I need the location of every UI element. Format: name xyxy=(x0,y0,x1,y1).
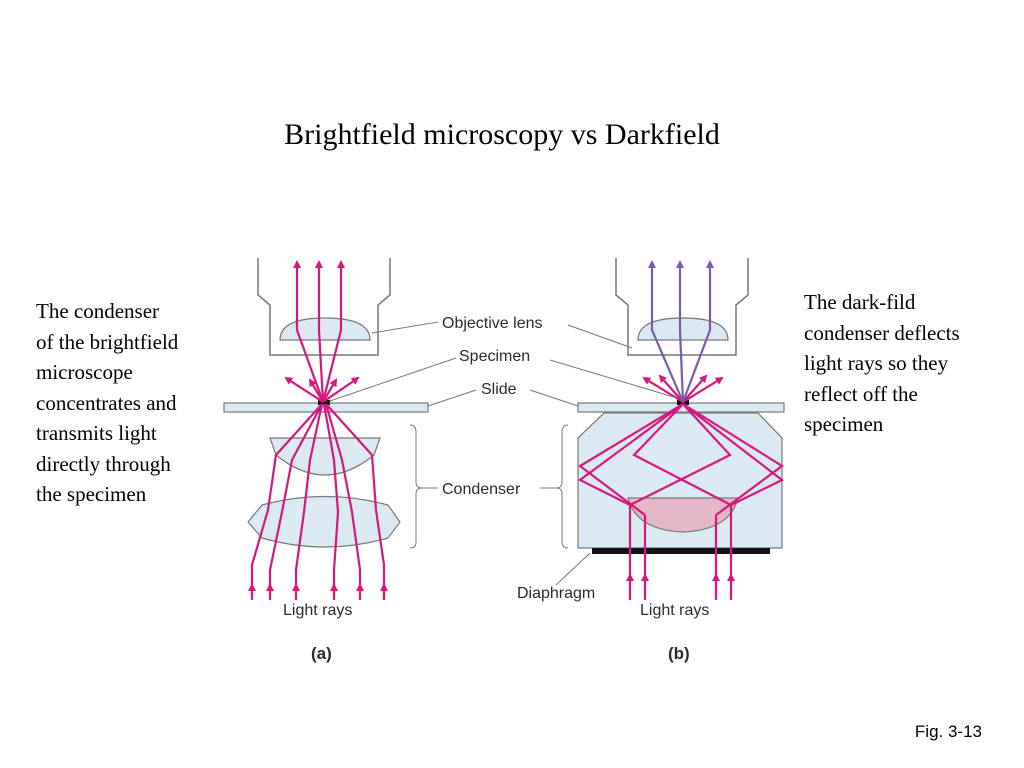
objective-housing-a xyxy=(257,258,391,356)
diaphragm-b xyxy=(592,548,770,554)
brightfield-description-line: The condenser xyxy=(36,299,160,323)
brightfield-description-line: the specimen xyxy=(36,482,147,506)
slide-label: Slide xyxy=(481,381,517,398)
condenser-upper-lens-a xyxy=(269,437,381,476)
darkfield-description-line: reflect off the xyxy=(804,381,918,406)
light-ray xyxy=(577,403,684,506)
light-ray xyxy=(676,260,685,403)
condenser-lower-lens-a xyxy=(247,495,401,548)
light-ray xyxy=(682,403,785,506)
light-ray xyxy=(578,403,684,516)
darkfield-output-rays xyxy=(648,260,714,403)
brightfield-panel xyxy=(223,258,429,600)
brightfield-description-line: of the brightfield xyxy=(36,329,179,354)
specimen-label: Specimen xyxy=(459,348,530,365)
panel-b-label: (b) xyxy=(668,644,690,663)
light-ray xyxy=(293,260,325,403)
light-ray xyxy=(322,378,338,403)
darkfield-lens-b xyxy=(627,497,739,533)
panel-a-label: (a) xyxy=(311,644,332,663)
light-ray xyxy=(322,403,340,595)
brightfield-description-line: transmits light xyxy=(36,421,157,445)
objective-lens-label: Objective lens xyxy=(442,315,543,332)
objective-lens-a xyxy=(279,317,371,341)
brightfield-description-line: directly through xyxy=(36,451,171,476)
brightfield-description-line: microscope xyxy=(36,360,133,384)
brightfield-description: The condenser of the brightfield microsc… xyxy=(36,296,178,510)
slide-title: Brightfield microscopy vs Darkfield xyxy=(284,118,720,151)
light-ray xyxy=(315,260,325,403)
light-ray xyxy=(325,403,386,595)
light-ray xyxy=(324,403,362,595)
label-leaders xyxy=(329,321,678,586)
light-ray xyxy=(681,260,714,403)
light-ray xyxy=(682,403,784,516)
darkfield-description-line: condenser deflects xyxy=(804,320,960,345)
objective-lens-b xyxy=(637,317,729,341)
light-rays-label-a: Light rays xyxy=(283,602,352,619)
brightfield-rays xyxy=(248,260,388,600)
light-ray xyxy=(284,376,324,403)
light-ray xyxy=(268,403,323,595)
light-ray xyxy=(294,403,324,595)
darkfield-description-line: The dark-fild xyxy=(804,290,916,314)
light-rays-label-b: Light rays xyxy=(640,602,709,619)
darkfield-description-line: specimen xyxy=(804,412,884,436)
light-ray xyxy=(682,376,724,403)
light-ray xyxy=(648,260,685,403)
light-ray xyxy=(250,403,323,595)
darkfield-rays xyxy=(577,374,785,600)
diaphragm-label: Diaphragm xyxy=(517,585,595,602)
darkfield-description: The dark-fild condenser deflects light r… xyxy=(804,287,960,440)
light-ray xyxy=(321,260,345,403)
brightfield-description-line: concentrates and xyxy=(36,390,177,415)
darkfield-panel xyxy=(577,258,785,600)
light-ray xyxy=(629,403,732,506)
darkfield-description-line: light rays so they xyxy=(804,351,949,375)
light-ray xyxy=(632,403,732,506)
light-ray xyxy=(682,374,708,403)
figure-reference: Fig. 3-13 xyxy=(914,722,982,741)
condenser-label: Condenser xyxy=(442,481,521,498)
specimen-b xyxy=(677,400,689,405)
light-ray xyxy=(658,374,684,403)
light-ray xyxy=(322,376,360,403)
